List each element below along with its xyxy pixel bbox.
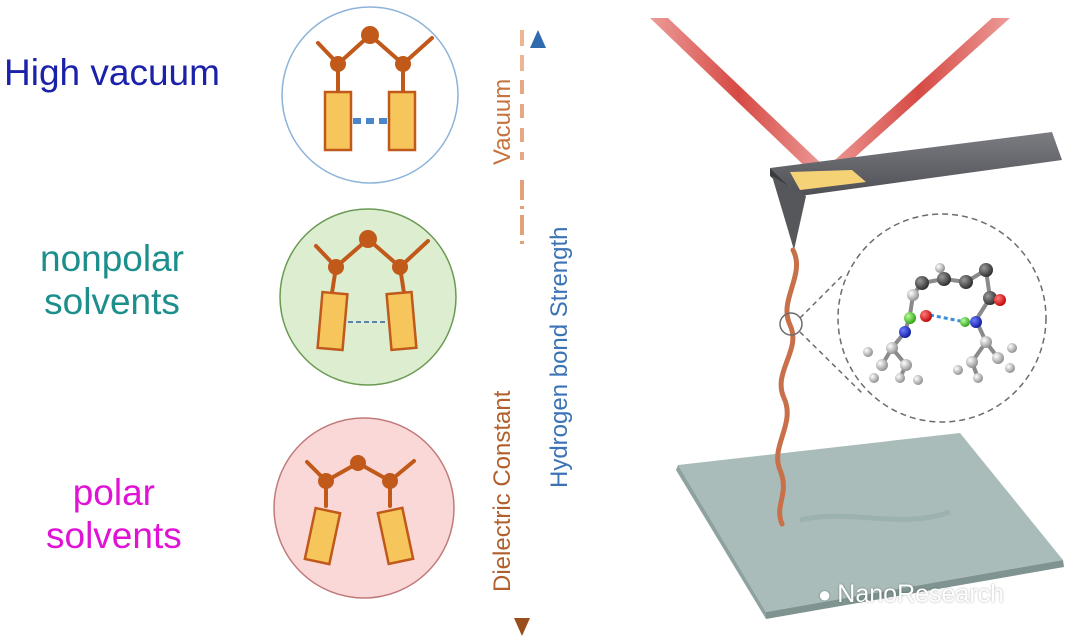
vacuum-axis-label: Vacuum	[489, 79, 516, 165]
watermark: ● NanoResearch	[818, 580, 1004, 609]
nonpolar-molecule-circle	[280, 209, 456, 385]
high-vacuum-molecule-circle	[282, 7, 458, 183]
polar-circle-bg	[274, 418, 454, 598]
wechat-icon: ●	[818, 582, 831, 608]
dielectric-axis-label: Dielectric Constant	[489, 390, 516, 592]
dielectric-constant-arrow	[514, 30, 530, 636]
hydrogen-bond-strength-arrow	[530, 30, 546, 632]
polar-molecule-circle	[274, 418, 454, 598]
hbond-axis-label: Hydrogen bond Strength	[546, 226, 573, 488]
watermark-text: NanoResearch	[837, 580, 1004, 609]
molecular-zoom-circle	[838, 214, 1046, 422]
